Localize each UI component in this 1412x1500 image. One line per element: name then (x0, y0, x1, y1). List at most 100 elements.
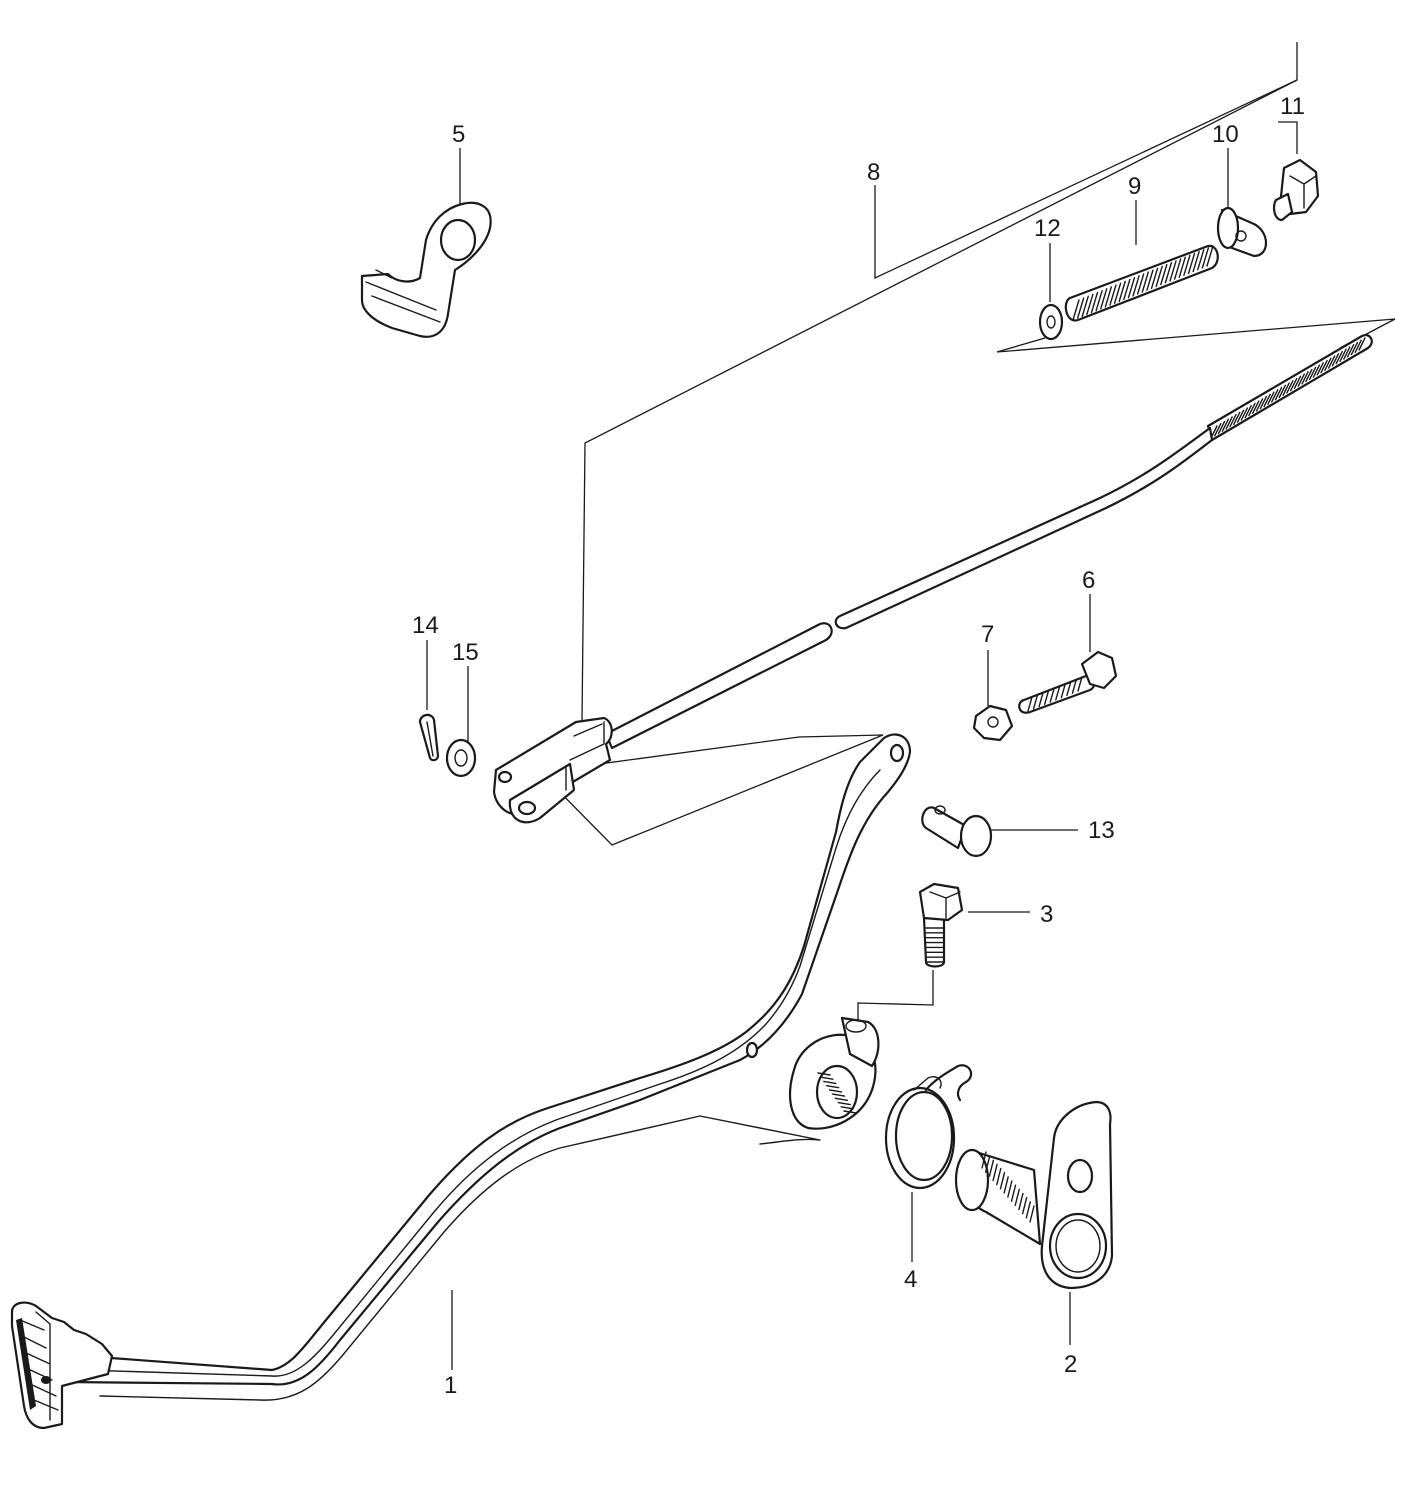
spring-coil (1081, 295, 1089, 317)
rod-thread (1252, 400, 1260, 414)
pedal-top-hole (889, 743, 905, 763)
rod-thread (1286, 380, 1294, 394)
leader-9-12-bracket (996, 337, 1046, 353)
spring-coil (1197, 249, 1205, 271)
pedal-foot-shadow (16, 1318, 36, 1410)
boss-spline (837, 1101, 851, 1106)
spring-coil (1104, 286, 1113, 308)
rod-thread (1244, 404, 1252, 419)
rod-thread (1350, 341, 1359, 356)
shaft-2-spline-end (954, 1148, 990, 1212)
spring-9-coils (1072, 245, 1214, 321)
cotter-pin-split (426, 721, 434, 757)
bolt-thread (1049, 687, 1055, 703)
callout-11: 11 (1280, 93, 1305, 120)
leader-11 (1278, 121, 1298, 154)
part-8-clevis (492, 716, 613, 824)
rod-thread (1229, 414, 1237, 428)
boss-spline (840, 1106, 854, 1110)
boss-spline (823, 1080, 837, 1085)
bolt-thread (1027, 696, 1033, 712)
spring-coil (1141, 271, 1150, 293)
shaft-spline (1018, 1192, 1024, 1211)
washer-15-hole (454, 749, 468, 767)
spring-coil (1109, 284, 1117, 306)
callout-5: 5 (452, 121, 465, 148)
boss-spline (834, 1097, 849, 1102)
pedal-foot-bolt (41, 1376, 51, 1384)
washer-12 (1038, 303, 1064, 341)
collar-10-hole (1235, 230, 1247, 242)
clevis-pin-hole (517, 800, 537, 816)
spring-coil (1201, 247, 1210, 269)
spring-coil (1072, 299, 1080, 321)
callout-7: 7 (981, 621, 994, 648)
pedal-lower-edge (99, 1115, 821, 1401)
shaft-spline (984, 1155, 991, 1173)
part-10-collar (1216, 206, 1268, 258)
spring-coil (1173, 258, 1182, 280)
pin-13-head (959, 814, 993, 858)
callout-4: 4 (904, 1266, 917, 1293)
rod-thread (1289, 377, 1298, 392)
shaft-spline (1029, 1205, 1035, 1223)
shaft-spline (999, 1172, 1006, 1190)
bolt-6-head (1080, 650, 1118, 690)
rod-thread (1282, 382, 1290, 396)
rod-thread (1267, 391, 1275, 405)
rod-thread (1343, 346, 1351, 360)
rod-thread (1335, 350, 1343, 365)
callout-8: 8 (867, 159, 880, 186)
spring-coil (1132, 275, 1140, 297)
part-11-nut (1272, 158, 1320, 222)
spring-4-tail (913, 1076, 942, 1091)
part-4-return-spring (884, 1064, 973, 1190)
boss-spline (820, 1076, 834, 1080)
rod-thread (1259, 395, 1268, 410)
rod-thread (1312, 364, 1321, 378)
part-8-brake-rod (604, 334, 1373, 750)
rod-thread (1217, 420, 1226, 435)
spring-coil (1146, 269, 1154, 291)
clevis-pin-hole-back (497, 770, 513, 784)
rod-thread (1293, 375, 1302, 390)
spring-coil (1187, 252, 1196, 275)
shaft-spline (996, 1167, 1002, 1186)
spring-coil (1118, 280, 1126, 303)
rod-thread (1233, 411, 1241, 426)
rod-lower-section (604, 622, 833, 750)
bolt-thread (1055, 685, 1061, 701)
part-7-nut (972, 704, 1014, 742)
clevis-slot (565, 721, 605, 791)
boss-spline (831, 1093, 846, 1097)
callout-10: 10 (1212, 121, 1239, 148)
spring-coil (1160, 263, 1168, 286)
pedal-arm (63, 733, 912, 1386)
rod-thread (1339, 348, 1347, 362)
callout-15: 15 (452, 639, 479, 666)
spring-coil (1136, 273, 1145, 295)
pedal-clamp-hole (845, 1019, 867, 1033)
callout-1: 1 (444, 1372, 457, 1399)
collar-10-end (1216, 206, 1240, 250)
part-14-cotter-pin (418, 713, 440, 762)
rod-thread (1248, 402, 1256, 417)
spring-coil (1090, 291, 1099, 314)
rod-upper-section (834, 426, 1214, 630)
bolt-3-threads (925, 927, 945, 963)
spring-coil (1123, 278, 1131, 301)
spring-coil (1206, 245, 1214, 267)
rod-threads (1210, 337, 1366, 439)
shaft-2-boss (1048, 1212, 1108, 1280)
leader-lines (426, 42, 1396, 1370)
pedal-foot-ribs (19, 1311, 59, 1421)
rod-thread (1263, 393, 1271, 408)
callout-14: 14 (412, 612, 439, 639)
spring-coil (1095, 289, 1103, 312)
bolt-thread (1071, 678, 1078, 694)
spring-coil (1127, 276, 1136, 299)
leader-3-boss (857, 970, 934, 1020)
rod-thread (1221, 418, 1230, 432)
washer-12-hole (1046, 315, 1056, 329)
